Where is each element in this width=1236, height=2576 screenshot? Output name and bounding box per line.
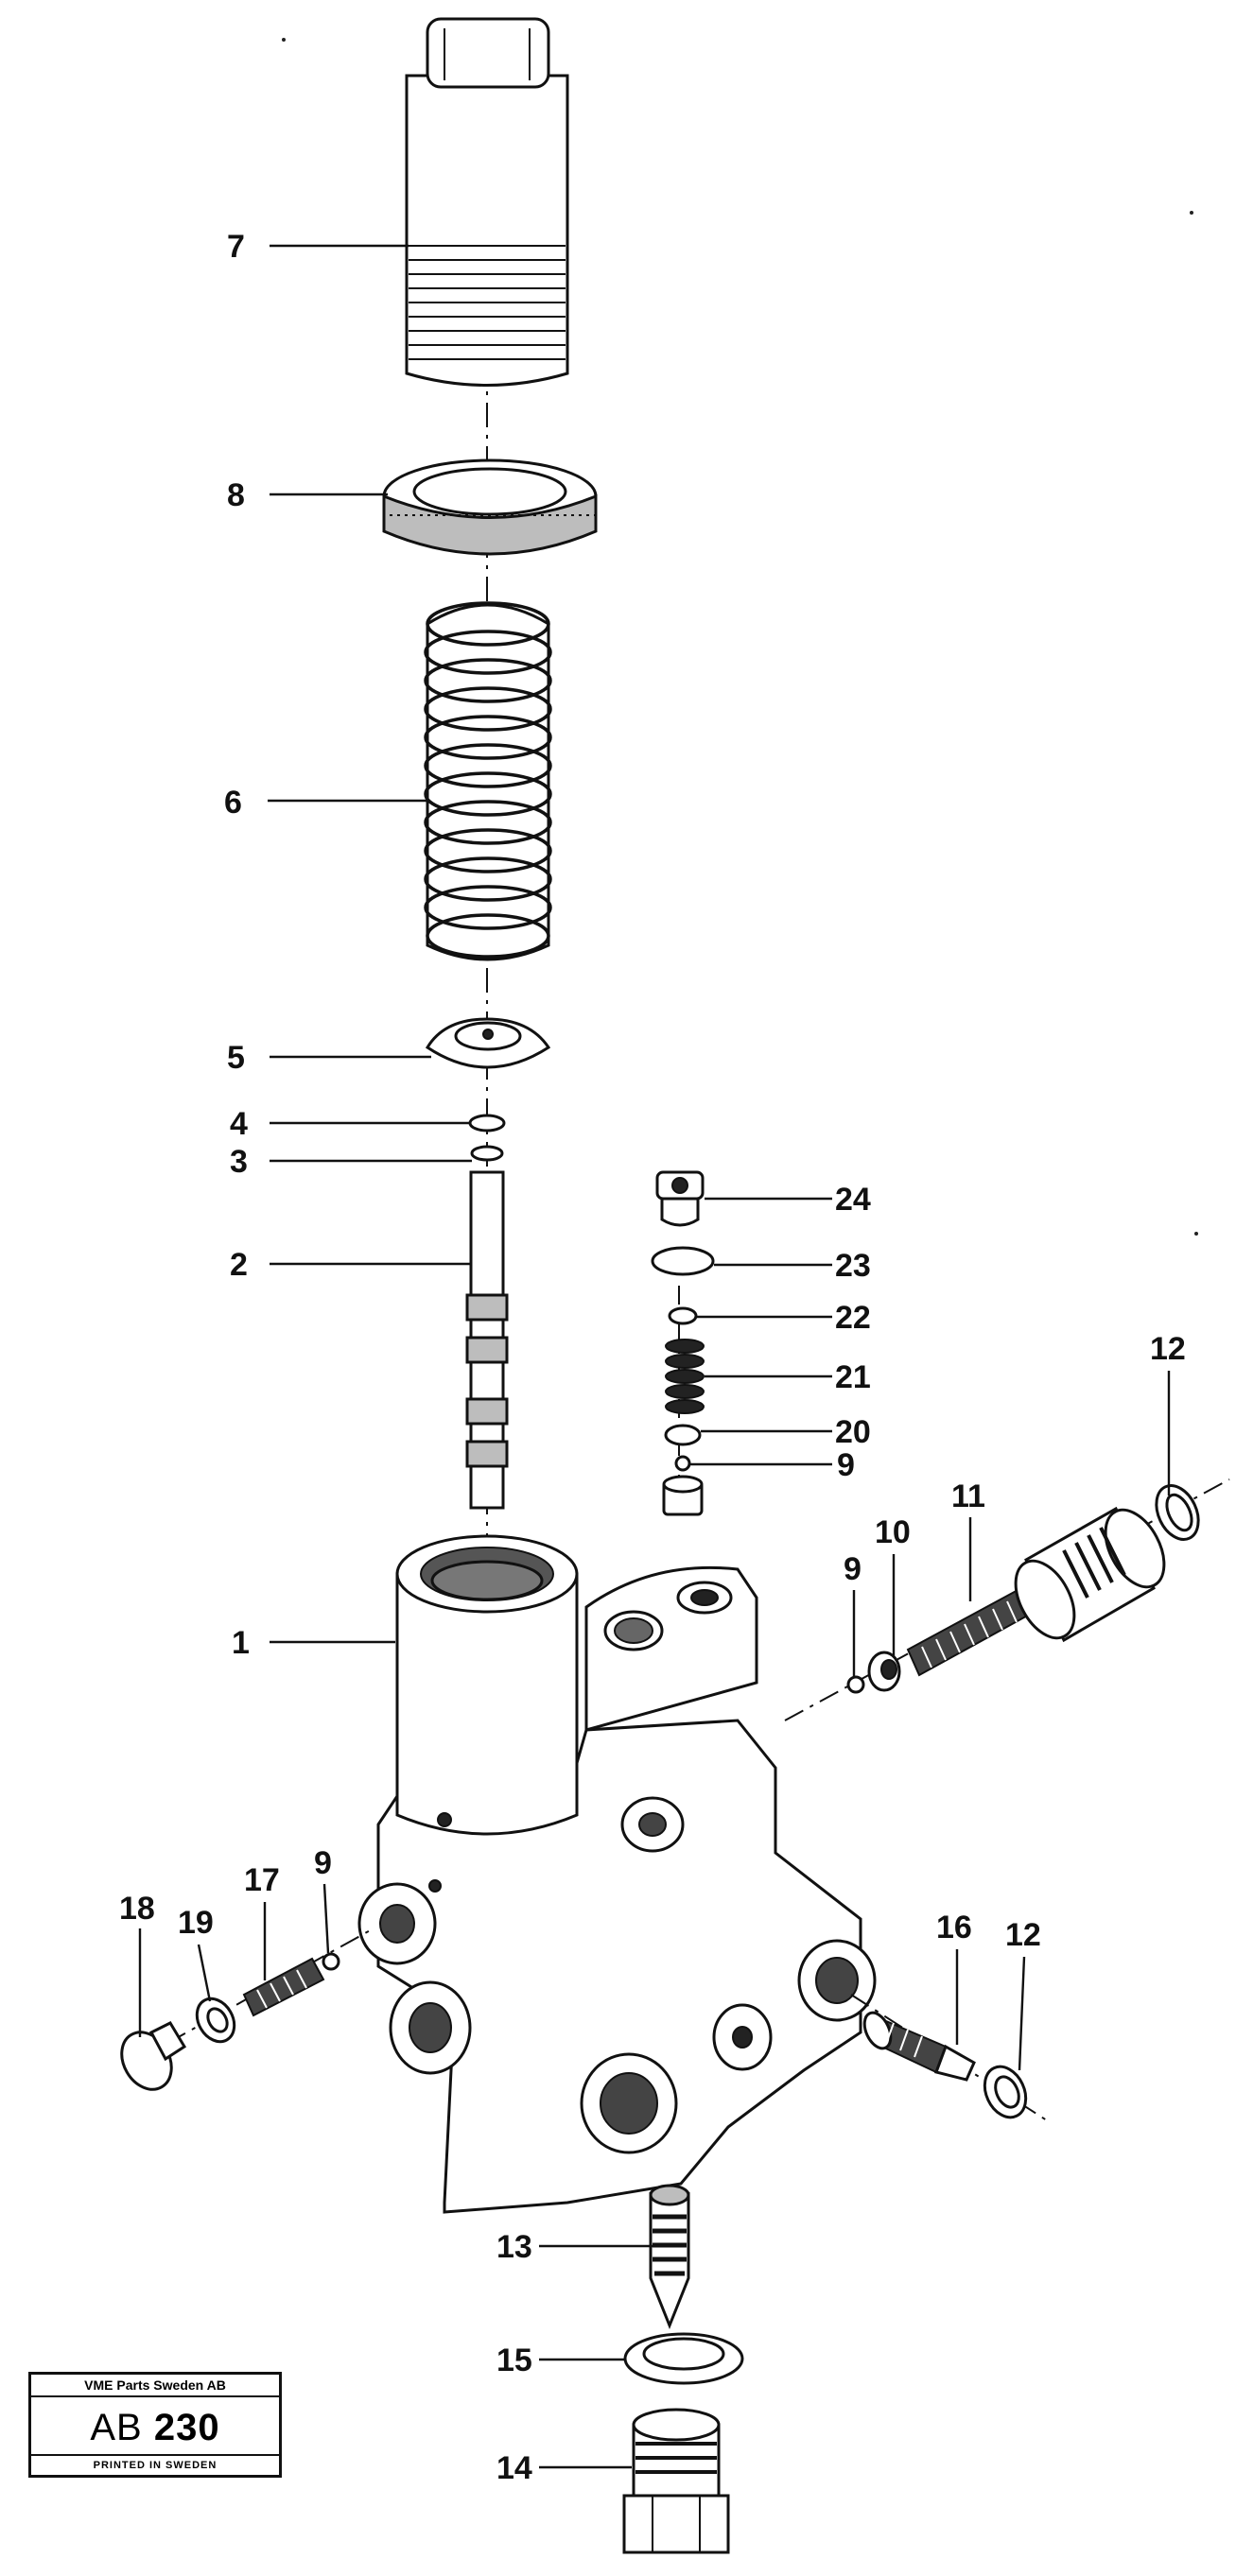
label-part-15: 15 bbox=[496, 2343, 532, 2378]
label-part-21: 21 bbox=[835, 1359, 871, 1395]
part-18-plug bbox=[120, 2021, 187, 2091]
stamp-code: AB 230 bbox=[31, 2397, 279, 2458]
stamp-code-number: 230 bbox=[153, 2407, 220, 2448]
label-part-13: 13 bbox=[496, 2229, 532, 2265]
part-9b-ball bbox=[846, 1675, 865, 1694]
label-part-9-right: 9 bbox=[844, 1551, 862, 1587]
label-part-14: 14 bbox=[496, 2450, 532, 2486]
label-part-11: 11 bbox=[951, 1478, 985, 1514]
part-small-bushing bbox=[662, 1475, 704, 1516]
catalog-stamp: VME Parts Sweden AB AB 230 PRINTED IN SW… bbox=[28, 2372, 282, 2478]
part-15-seal-ring bbox=[623, 2332, 744, 2385]
part-13-check-valve bbox=[649, 2184, 690, 2330]
label-part-9-left: 9 bbox=[314, 1845, 332, 1881]
stamp-company: VME Parts Sweden AB bbox=[31, 2375, 279, 2397]
part-10-seat bbox=[867, 1651, 901, 1692]
label-part-18: 18 bbox=[119, 1891, 155, 1927]
label-part-5: 5 bbox=[227, 1040, 245, 1076]
stamp-printed: PRINTED IN SWEDEN bbox=[31, 2454, 279, 2475]
part-7-cap-housing bbox=[405, 17, 569, 387]
part-3-ring bbox=[470, 1145, 504, 1162]
label-part-20: 20 bbox=[835, 1414, 871, 1450]
label-part-19: 19 bbox=[178, 1905, 214, 1941]
part-19-washer bbox=[195, 1997, 236, 2044]
part-16-spring-cone bbox=[862, 2011, 976, 2082]
label-part-8: 8 bbox=[227, 477, 245, 513]
label-part-23: 23 bbox=[835, 1248, 871, 1284]
part-24-plug bbox=[655, 1170, 705, 1227]
label-part-12-lower: 12 bbox=[1005, 1917, 1041, 1953]
part-11-sleeve bbox=[1014, 1506, 1166, 1643]
leader-lines bbox=[138, 244, 1171, 2469]
stamp-code-prefix: AB bbox=[90, 2407, 143, 2448]
part-12b-circlip bbox=[983, 2065, 1028, 2119]
label-part-22: 22 bbox=[835, 1300, 871, 1336]
label-part-1: 1 bbox=[232, 1625, 250, 1661]
part-4-ring bbox=[468, 1114, 506, 1132]
part-23-washer bbox=[651, 1246, 715, 1276]
part-8-knurled-ring bbox=[382, 458, 598, 556]
scan-speck bbox=[1194, 1232, 1198, 1236]
scan-speck bbox=[282, 38, 286, 42]
part-2-spool bbox=[465, 1170, 509, 1510]
part-14-plug-nut bbox=[622, 2408, 730, 2554]
part-6-spring bbox=[424, 601, 552, 961]
part-21-small-spring bbox=[665, 1339, 705, 1414]
label-part-7: 7 bbox=[227, 229, 245, 265]
part-12a-circlip bbox=[1155, 1484, 1200, 1541]
label-part-4: 4 bbox=[230, 1106, 248, 1142]
label-part-12-upper: 12 bbox=[1150, 1331, 1186, 1367]
label-part-24: 24 bbox=[835, 1182, 871, 1218]
label-part-6: 6 bbox=[224, 785, 242, 821]
label-part-3: 3 bbox=[230, 1144, 248, 1180]
part-5-spring-seat bbox=[425, 1017, 551, 1069]
part-20-seat bbox=[664, 1424, 702, 1446]
label-part-9-top: 9 bbox=[837, 1447, 855, 1483]
part-9a-ball bbox=[674, 1455, 691, 1472]
scan-speck bbox=[1190, 211, 1193, 215]
label-part-17: 17 bbox=[244, 1862, 280, 1898]
label-part-16: 16 bbox=[936, 1910, 972, 1945]
part-22-disc bbox=[668, 1306, 698, 1325]
part-1-valve-body bbox=[357, 1534, 877, 2214]
part-9c-ball bbox=[322, 1952, 340, 1971]
label-part-2: 2 bbox=[230, 1247, 248, 1283]
label-part-10: 10 bbox=[875, 1514, 911, 1550]
part-17-spring bbox=[242, 1957, 325, 2017]
